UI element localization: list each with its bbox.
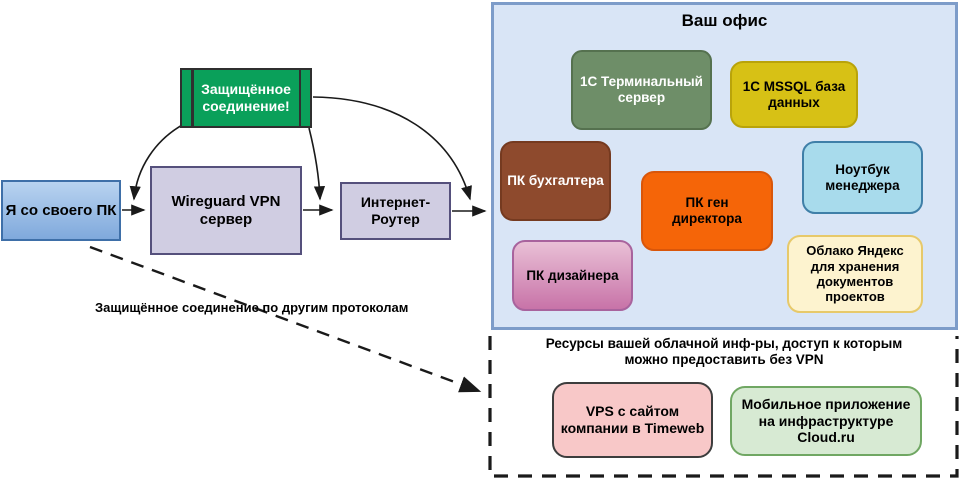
node-secure-connection: Защищённое соединение! [180, 68, 312, 128]
other-protocols-label: Защищённое соединение по другим протокол… [95, 300, 409, 315]
node-1c-mssql-database: 1С MSSQL база данных [730, 61, 858, 128]
node-manager-laptop: Ноутбук менеджера [802, 141, 923, 214]
cloud-zone-dashed-border [488, 336, 959, 478]
node-ceo-pc: ПК ген директора [641, 171, 773, 251]
arrow-secure-to-link2 [308, 127, 326, 201]
arrow-secure-to-link1 [129, 123, 185, 201]
arrow-pc-to-cloud-dashed [89, 245, 482, 393]
node-designer-pc: ПК дизайнера [512, 240, 633, 311]
office-title: Ваш офис [681, 11, 768, 30]
node-accountant-pc: ПК бухгалтера [500, 141, 611, 221]
node-my-pc: Я со своего ПК [1, 180, 121, 241]
node-yandex-cloud-storage: Облако Яндекс для хранения документов пр… [787, 235, 923, 313]
arrow-secure-to-link3 [312, 96, 472, 201]
node-vps-timeweb: VPS с сайтом компании в Timeweb [552, 382, 713, 458]
node-wireguard-vpn-server: Wireguard VPN сервер [150, 166, 302, 255]
cloud-zone-title: Ресурсы вашей облачной инф-ры, доступ к … [545, 336, 903, 368]
node-internet-router: Интернет-Роутер [340, 182, 451, 240]
node-1c-terminal-server: 1С Терминальный сервер [571, 50, 712, 130]
node-mobile-app-cloudru: Мобильное приложение на инфраструктуре C… [730, 386, 922, 456]
